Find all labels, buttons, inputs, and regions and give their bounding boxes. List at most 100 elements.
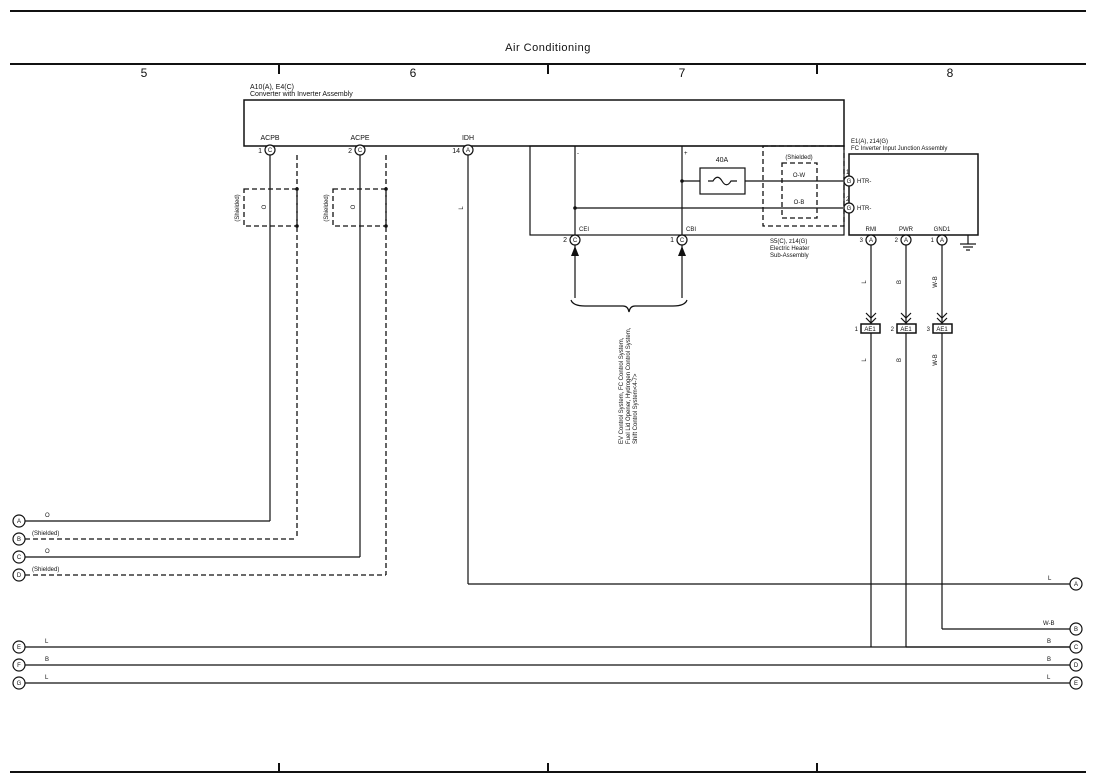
pin-htr-2 bbox=[843, 202, 855, 214]
converter-desc: Converter with Inverter Assembly bbox=[250, 91, 353, 98]
left-wire-color-d: (Shielded) bbox=[32, 567, 59, 573]
left-terminal-d-label: D bbox=[17, 573, 22, 579]
heater-shielded-label: (Shielded) bbox=[785, 155, 812, 161]
shield-label-1: (Shielded) bbox=[235, 194, 241, 221]
wire-color-acpe-shield: O bbox=[351, 204, 357, 209]
left-wire-color-b: (Shielded) bbox=[32, 531, 59, 537]
left-wire-color-a: O bbox=[45, 513, 50, 519]
arrow-cei bbox=[571, 246, 579, 256]
ref-note-line-3: Shift Control System<4-7> bbox=[633, 373, 639, 444]
pin-num-htr-2: 2 bbox=[846, 197, 850, 203]
shield-label-2: (Shielded) bbox=[324, 194, 330, 221]
column-number-8: 8 bbox=[947, 66, 954, 80]
junction-code: E1(A), z14(G) bbox=[851, 139, 888, 145]
pin-letter-cbi: C bbox=[680, 238, 685, 244]
right-wire-color-e: L bbox=[1047, 675, 1051, 681]
connector-arrow-pwr bbox=[900, 312, 912, 324]
left-terminal-e-label: E bbox=[17, 645, 21, 651]
brace bbox=[570, 299, 688, 313]
left-wire-color-c: O bbox=[45, 549, 50, 555]
wire-color-ob: O-B bbox=[794, 200, 805, 206]
pin-label-gnd1: GND1 bbox=[934, 227, 951, 233]
pin-num-gnd1: 1 bbox=[931, 238, 935, 244]
wire-color-pwr-upper: B bbox=[897, 280, 903, 284]
right-wire-color-b: W-B bbox=[1043, 621, 1055, 627]
right-wire-color-c: B bbox=[1047, 639, 1051, 645]
pin-num-rmi: 3 bbox=[860, 238, 864, 244]
pin-letter-htr-2: G bbox=[847, 206, 852, 212]
pin-num-idh: 14 bbox=[452, 148, 460, 155]
pin-label-htr-1: HTR- bbox=[857, 179, 871, 185]
diagram-title: Air Conditioning bbox=[505, 42, 591, 54]
left-terminal-c-label: C bbox=[17, 555, 22, 561]
junction-desc: FC Inverter Input Junction Assembly bbox=[851, 146, 947, 152]
right-terminal-d-label: D bbox=[1074, 663, 1079, 669]
converter-code: A10(A), E4(C) bbox=[250, 84, 294, 91]
connector-arrow-rmi bbox=[865, 312, 877, 324]
wire-color-gnd1-upper: W-B bbox=[933, 276, 939, 288]
heater-plus-label: + bbox=[684, 151, 688, 157]
pin-label-pwr: PWR bbox=[899, 227, 914, 233]
pin-num-cei: 2 bbox=[563, 237, 567, 244]
pin-label-cbi: CBI bbox=[686, 227, 696, 233]
pin-label-htr-2: HTR- bbox=[857, 206, 871, 212]
ae1-connector-3 bbox=[932, 323, 953, 334]
pin-letter-idh: A bbox=[466, 148, 470, 154]
left-terminal-c bbox=[12, 550, 26, 564]
ae1-connector-2 bbox=[896, 323, 917, 334]
right-terminal-e-label: E bbox=[1074, 681, 1078, 687]
ground-icon bbox=[960, 235, 976, 251]
ae1-label-2: AE1 bbox=[900, 327, 912, 333]
pin-letter-gnd1: A bbox=[940, 238, 944, 244]
pin-num-cbi: 1 bbox=[670, 237, 674, 244]
right-terminal-c-label: C bbox=[1074, 645, 1079, 651]
pin-num-pwr: 2 bbox=[895, 238, 899, 244]
left-wire-color-f: B bbox=[45, 657, 49, 663]
left-wire-color-e: L bbox=[45, 639, 49, 645]
pin-letter-cei: C bbox=[573, 238, 578, 244]
wire-color-pwr-lower: B bbox=[897, 358, 903, 362]
right-wire-color-d: B bbox=[1047, 657, 1051, 663]
ae1-connector-1 bbox=[860, 323, 881, 334]
right-terminal-d bbox=[1069, 658, 1083, 672]
pin-num-htr-1: 1 bbox=[846, 170, 850, 176]
left-terminal-a-label: A bbox=[17, 519, 21, 525]
pin-label-acpb: ACPB bbox=[260, 135, 279, 142]
heater-shield-box bbox=[762, 145, 845, 227]
pin-htr-1 bbox=[843, 175, 855, 187]
right-terminal-e bbox=[1069, 676, 1083, 690]
splice-dot bbox=[384, 224, 388, 228]
heater-desc-2: Sub-Assembly bbox=[770, 253, 809, 259]
heater-desc-1: Electric Heater bbox=[770, 246, 809, 252]
wire-color-rmi-upper: L bbox=[862, 280, 868, 284]
fuse-label: 40A bbox=[716, 157, 729, 164]
pin-letter-htr-1: G bbox=[847, 179, 852, 185]
pin-letter-rmi: A bbox=[869, 238, 873, 244]
pin-num-acpb: 1 bbox=[258, 148, 262, 155]
left-terminal-d bbox=[12, 568, 26, 582]
ae1-num-3: 3 bbox=[927, 327, 931, 333]
ref-note-line-1: EV Control System, FC Control System, bbox=[619, 337, 625, 444]
left-terminal-b-label: B bbox=[17, 537, 21, 543]
column-number-7: 7 bbox=[679, 66, 686, 80]
converter-inner-box bbox=[529, 145, 845, 236]
right-terminal-a-label: A bbox=[1074, 582, 1078, 588]
left-terminal-a bbox=[12, 514, 26, 528]
ae1-num-2: 2 bbox=[891, 327, 895, 333]
fuse-icon bbox=[708, 176, 737, 186]
arrow-cbi bbox=[678, 246, 686, 256]
ae1-num-1: 1 bbox=[855, 327, 859, 333]
pin-letter-pwr: A bbox=[904, 238, 908, 244]
splice-dot bbox=[295, 224, 299, 228]
left-wire-color-g: L bbox=[45, 675, 49, 681]
converter-box bbox=[243, 99, 845, 147]
left-terminal-b bbox=[12, 532, 26, 546]
pin-label-rmi: RMI bbox=[866, 227, 877, 233]
right-terminal-a bbox=[1069, 577, 1083, 591]
heater-inner-shield bbox=[781, 162, 818, 219]
wire-color-acpb-shield: O bbox=[262, 204, 268, 209]
connector-arrow-gnd1 bbox=[936, 312, 948, 324]
pin-label-cei: CEI bbox=[579, 227, 589, 233]
pin-num-acpe: 2 bbox=[348, 148, 352, 155]
